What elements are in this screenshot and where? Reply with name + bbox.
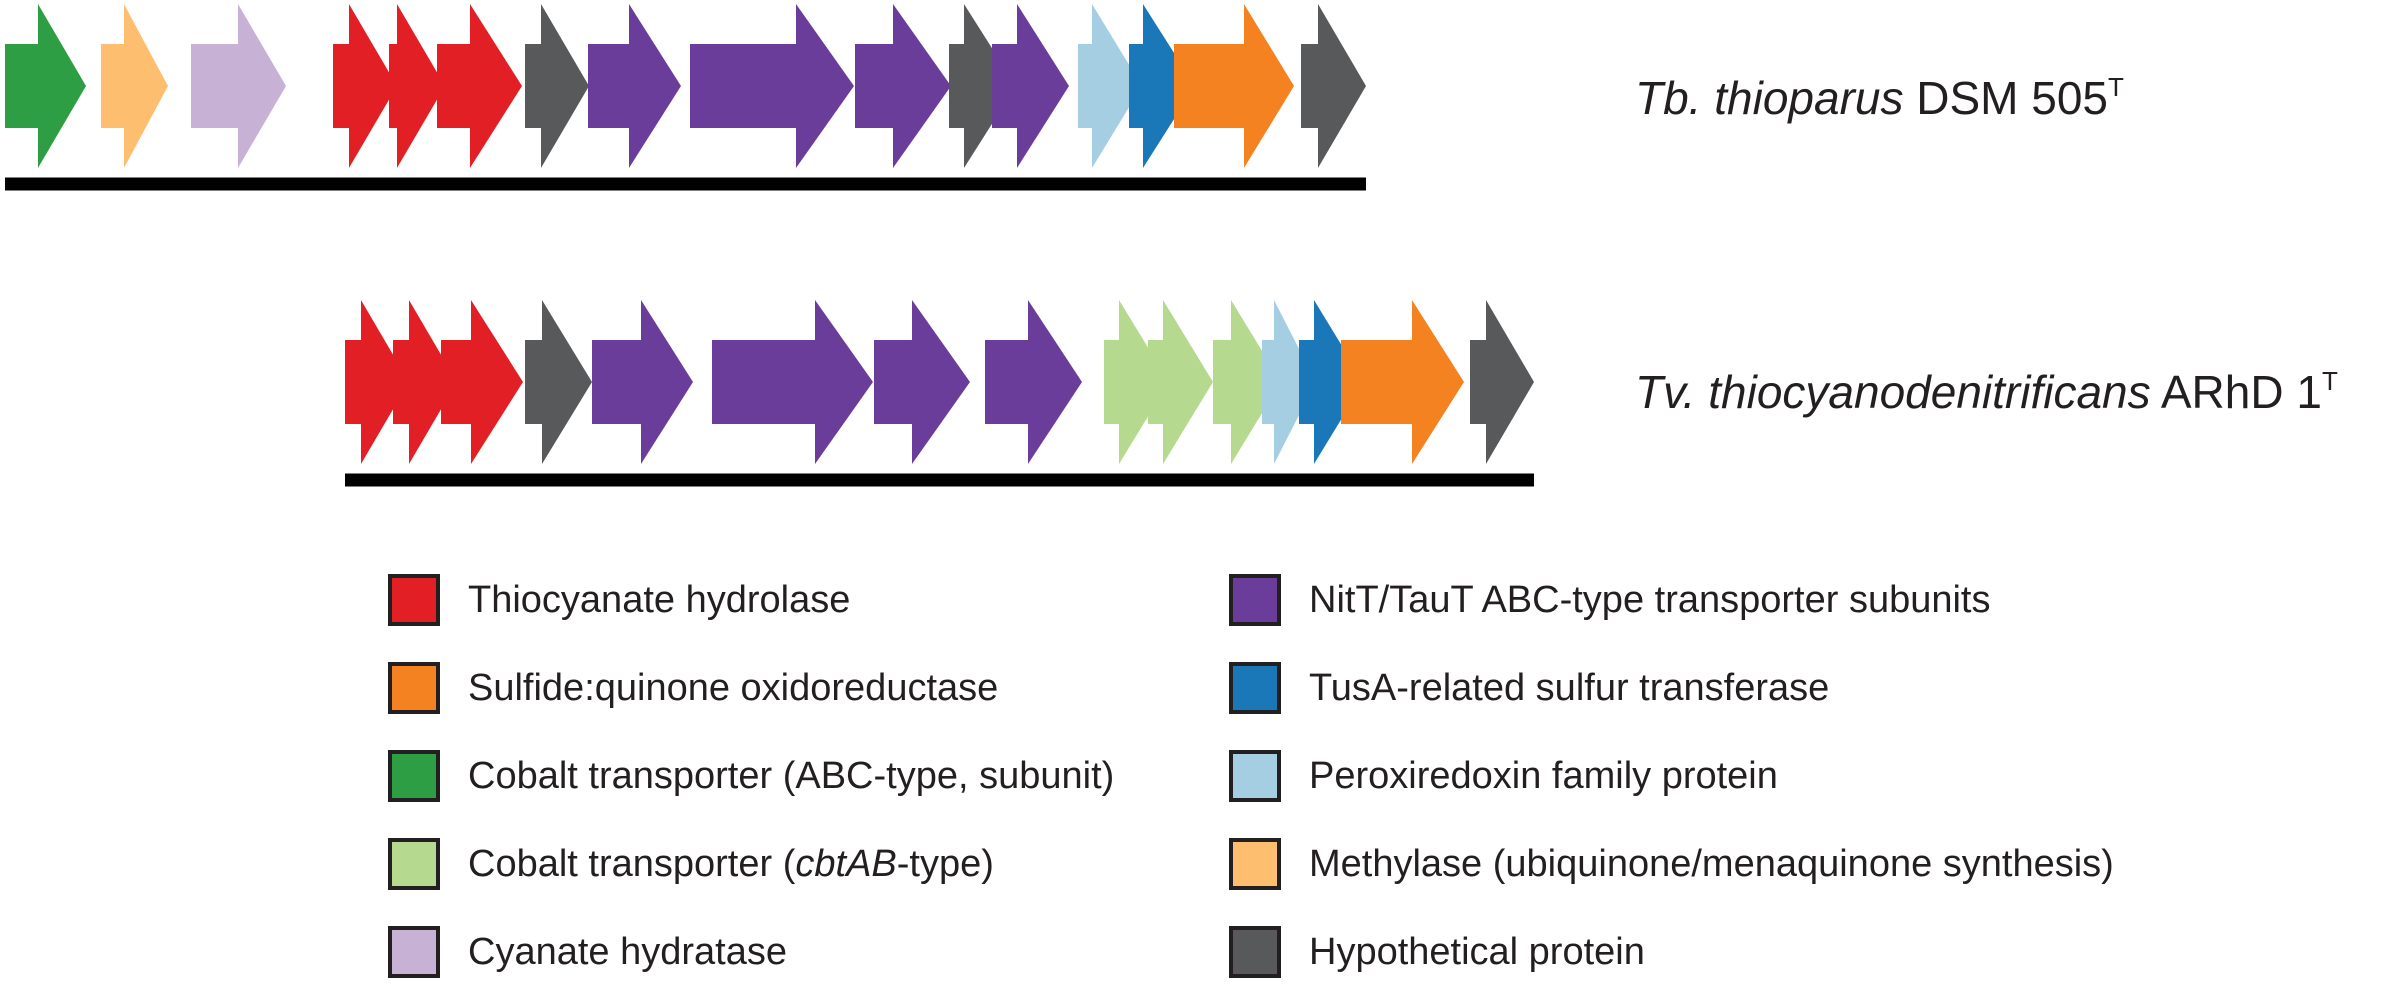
- type-strain-superscript: T: [2108, 71, 2124, 102]
- organism-strain: ARhD 1: [2150, 366, 2322, 418]
- gene-arrow-peroxiredoxin: [1078, 4, 1142, 168]
- legend-label: Thiocyanate hydrolase: [468, 579, 851, 621]
- legend-label: Cobalt transporter (cbtAB-type): [468, 845, 994, 883]
- legend-label: TusA-related sulfur transferase: [1309, 667, 1830, 709]
- gene-arrow-hypothetical: [1470, 300, 1534, 464]
- organism-label-thioparus: Tb. thioparus DSM 505T: [1635, 71, 2124, 124]
- gene-arrow-cobalt-cbtab: [1213, 300, 1281, 464]
- gene-arrow-tusa: [1129, 4, 1195, 168]
- legend-label: Methylase (ubiquinone/menaquinone synthe…: [1309, 843, 2114, 885]
- legend-label-prefix: Cobalt transporter (: [468, 843, 796, 885]
- organism-genus: Tv. thiocyanodenitrificans: [1635, 366, 2151, 418]
- legend-swatch: [1229, 750, 1281, 802]
- legend-item-cyanate-hydratase: Cyanate hydratase: [388, 924, 787, 980]
- legend-item-sulfide-quinone-oxidoreductase: Sulfide:quinone oxidoreductase: [388, 660, 998, 716]
- gene-arrow-nitt-taut: [985, 300, 1082, 464]
- gene-arrow-hypothetical: [525, 300, 592, 464]
- gene-arrow-sqr: [1341, 300, 1464, 464]
- gene-arrow-thiocyanate-hydrolase: [333, 4, 397, 168]
- gene-arrow-peroxiredoxin: [1262, 300, 1316, 464]
- organism-genus: Tb. thioparus: [1635, 72, 1904, 124]
- legend-item-hypothetical-protein: Hypothetical protein: [1229, 924, 1645, 980]
- legend-swatch: [1229, 662, 1281, 714]
- legend-label: NitT/TauT ABC-type transporter subunits: [1309, 579, 1991, 621]
- legend-swatch: [388, 750, 440, 802]
- gene-arrow-nitt-taut: [592, 300, 693, 464]
- legend-item-methylase: Methylase (ubiquinone/menaquinone synthe…: [1229, 836, 2114, 892]
- gene-arrow-thiocyanate-hydrolase: [393, 300, 457, 464]
- type-strain-superscript: T: [2321, 365, 2338, 396]
- gene-arrow-thiocyanate-hydrolase: [441, 300, 523, 464]
- legend-label-suffix: -type): [896, 843, 994, 885]
- gene-arrow-nitt-taut: [712, 300, 873, 464]
- gene-arrow-nitt-taut: [690, 4, 854, 168]
- gene-arrow-nitt-taut: [874, 300, 970, 464]
- gene-arrow-thiocyanate-hydrolase: [345, 300, 409, 464]
- gene-arrow-nitt-taut: [992, 4, 1069, 168]
- gene-arrow-nitt-taut: [855, 4, 951, 168]
- legend-label: Cobalt transporter (ABC-type, subunit): [468, 755, 1115, 797]
- gene-arrow-tusa: [1299, 300, 1364, 464]
- organism-strain: DSM 505: [1903, 72, 2109, 124]
- gene-arrow-sqr: [1174, 4, 1294, 168]
- gene-arrows-thiocyanodenitrificans: [345, 300, 1534, 464]
- legend-swatch: [1229, 926, 1281, 978]
- legend-label: Cyanate hydratase: [468, 931, 787, 973]
- legend-item-thiocyanate-hydrolase: Thiocyanate hydrolase: [388, 572, 850, 628]
- gene-arrow-nitt-taut: [588, 4, 681, 168]
- legend-swatch: [1229, 574, 1281, 626]
- gene-arrow-cobalt-cbtab: [1148, 300, 1213, 464]
- legend-swatch: [388, 838, 440, 890]
- legend-swatch: [388, 662, 440, 714]
- gene-arrow-cyanate-hydratase: [191, 4, 286, 168]
- gene-arrows-thioparus: [5, 4, 1366, 168]
- legend-item-nitt-taut-transporter: NitT/TauT ABC-type transporter subunits: [1229, 572, 1990, 628]
- legend-item-cobalt-transporter-cbtab: Cobalt transporter (cbtAB-type): [388, 836, 994, 892]
- gene-arrow-hypothetical: [949, 4, 1016, 168]
- legend-label: Hypothetical protein: [1309, 931, 1645, 973]
- legend-label: Sulfide:quinone oxidoreductase: [468, 667, 999, 709]
- gene-arrow-methylase: [101, 4, 168, 168]
- gene-arrow-hypothetical: [1301, 4, 1366, 168]
- legend-swatch: [1229, 838, 1281, 890]
- organism-label-thiocyanodenitrificans: Tv. thiocyanodenitrificans ARhD 1T: [1635, 365, 2338, 418]
- gene-arrow-thiocyanate-hydrolase: [437, 4, 522, 168]
- gene-arrow-thiocyanate-hydrolase: [389, 4, 445, 168]
- legend-item-cobalt-transporter-abc: Cobalt transporter (ABC-type, subunit): [388, 748, 1114, 804]
- gene-arrow-cobalt-cbtab: [1104, 300, 1169, 464]
- legend-swatch: [388, 574, 440, 626]
- gene-arrow-hypothetical: [525, 4, 589, 168]
- legend-swatch: [388, 926, 440, 978]
- legend-label-gene-name: cbtAB: [795, 843, 897, 885]
- gene-arrow-cobalt-abc: [5, 4, 86, 168]
- legend-item-peroxiredoxin: Peroxiredoxin family protein: [1229, 748, 1778, 804]
- legend-item-tusa-sulfur-transferase: TusA-related sulfur transferase: [1229, 660, 1829, 716]
- legend-label: Peroxiredoxin family protein: [1309, 755, 1778, 797]
